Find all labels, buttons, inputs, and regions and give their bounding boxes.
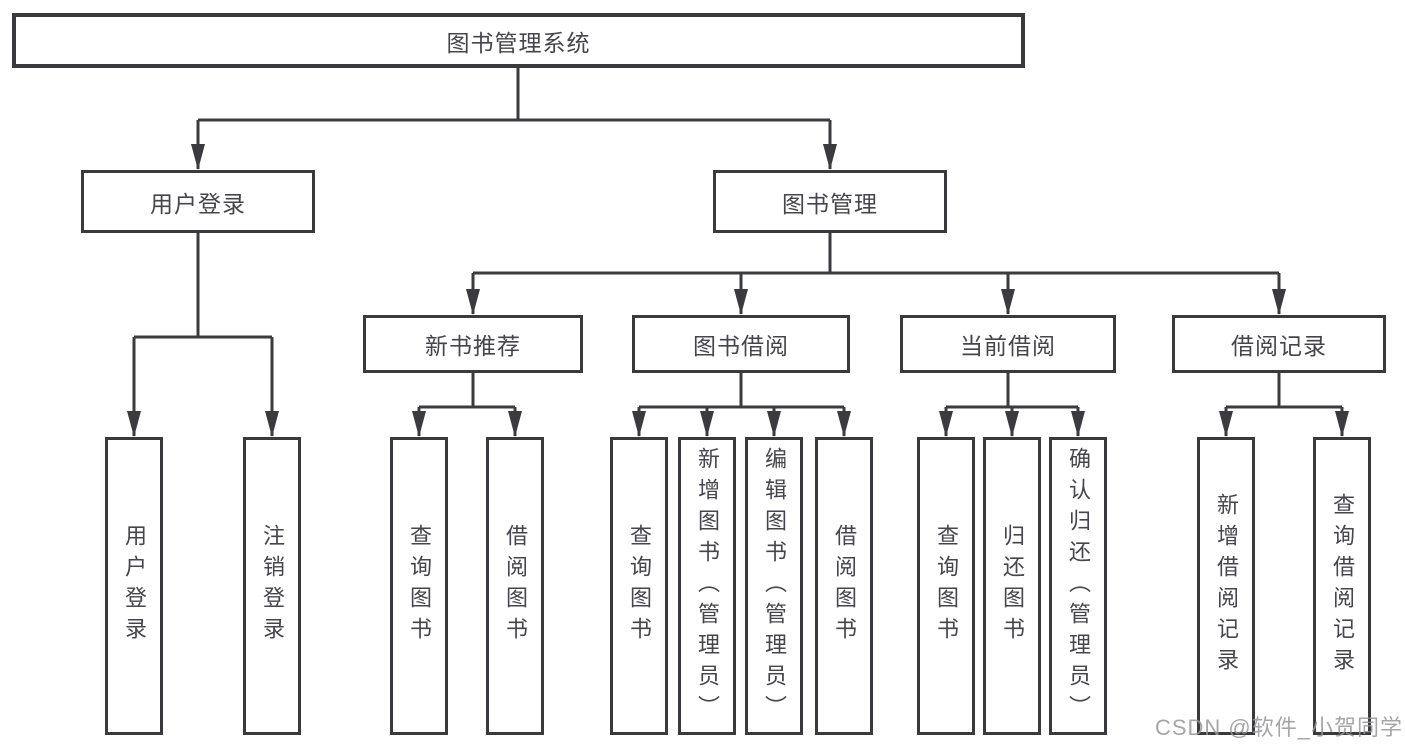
csdn-watermark: CSDN @软件_小贺同学	[1154, 715, 1403, 740]
connector-user-login-stem	[134, 233, 272, 339]
connector-root-stem	[198, 68, 830, 122]
leaf-br-add-record: 新增借阅记录	[1197, 437, 1255, 735]
leaf-cb-return-books: 归还图书	[983, 437, 1041, 735]
leaf-bb-edit-books-admin: 编辑图书（管理员）	[745, 437, 803, 735]
leaf-nb-borrow-books: 借阅图书	[486, 437, 544, 735]
node-book-borrow: 图书借阅	[632, 315, 850, 373]
leaf-bb-borrow-books: 借阅图书	[815, 437, 873, 735]
leaf-bb-add-books-admin: 新增图书（管理员）	[678, 437, 736, 735]
connector-book-borrow-stem	[639, 373, 844, 409]
leaf-cb-confirm-return-admin: 确认归还（管理员）	[1049, 437, 1107, 735]
connector-book-management-stem	[473, 233, 1279, 275]
node-user-login: 用户登录	[81, 170, 315, 233]
connector-new-book-stem	[419, 373, 515, 409]
leaf-logout: 注销登录	[243, 437, 301, 735]
leaf-bb-query-books: 查询图书	[610, 437, 668, 735]
leaf-br-query-record: 查询借阅记录	[1313, 437, 1371, 735]
leaf-user-login: 用户登录	[105, 437, 163, 735]
node-new-book-recommend: 新书推荐	[363, 315, 583, 373]
connector-borrow-records-stem	[1226, 373, 1342, 409]
leaf-cb-query-books: 查询图书	[917, 437, 975, 735]
leaf-nb-query-books: 查询图书	[390, 437, 448, 735]
node-borrow-records: 借阅记录	[1172, 315, 1386, 373]
node-book-management: 图书管理	[713, 170, 947, 233]
node-current-borrow: 当前借阅	[900, 315, 1116, 373]
connector-current-borrow-stem	[946, 373, 1078, 409]
node-book-management-system: 图书管理系统	[12, 13, 1025, 68]
